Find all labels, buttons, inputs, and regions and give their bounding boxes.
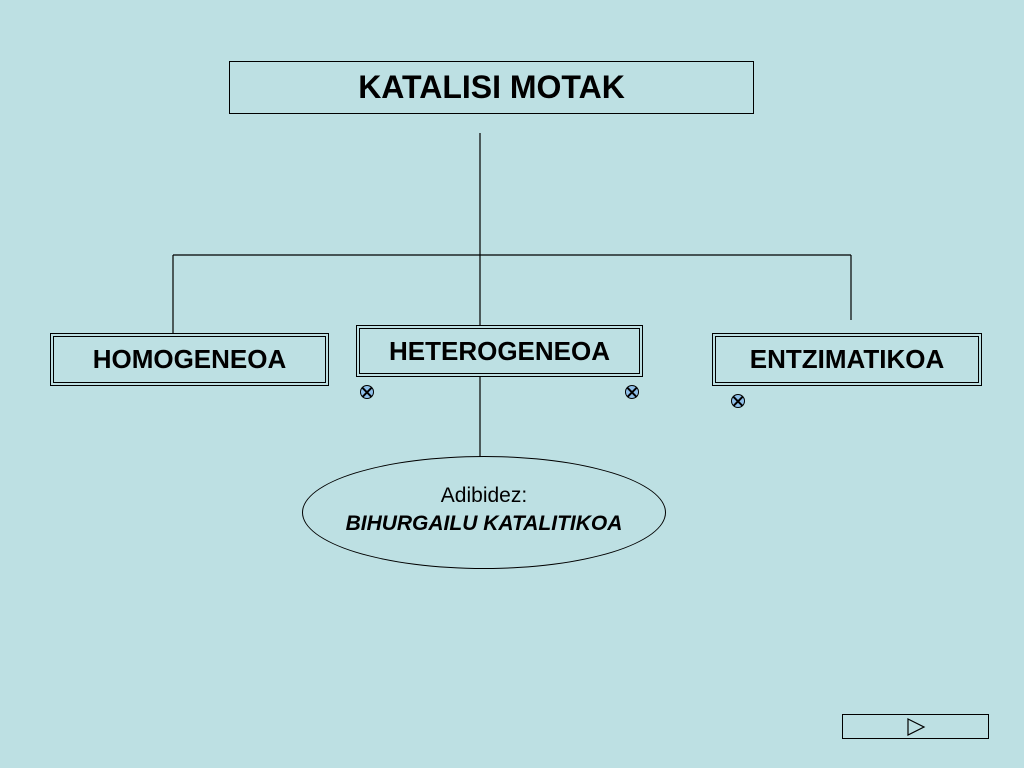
example-ellipse: Adibidez: BIHURGAILU KATALITIKOA: [302, 456, 666, 569]
next-slide-button[interactable]: [842, 714, 989, 739]
type-box-entzimatikoa: ENTZIMATIKOA: [712, 333, 982, 386]
type-label-heterogeneoa: HETEROGENEOA: [359, 328, 640, 374]
example-intro: Adibidez:: [440, 483, 528, 507]
play-triangle-icon: [906, 717, 925, 736]
type-box-homogeneoa: HOMOGENEOA: [50, 333, 329, 386]
diagram-title: KATALISI MOTAK: [229, 61, 754, 114]
hyperlink-marker-icon[interactable]: [360, 385, 374, 399]
type-label-entzimatikoa: ENTZIMATIKOA: [715, 336, 979, 383]
example-name: BIHURGAILU KATALITIKOA: [345, 511, 623, 535]
type-box-heterogeneoa: HETEROGENEOA: [356, 325, 643, 377]
hyperlink-marker-icon[interactable]: [731, 394, 745, 408]
hyperlink-marker-icon[interactable]: [625, 385, 639, 399]
type-label-homogeneoa: HOMOGENEOA: [53, 336, 326, 383]
